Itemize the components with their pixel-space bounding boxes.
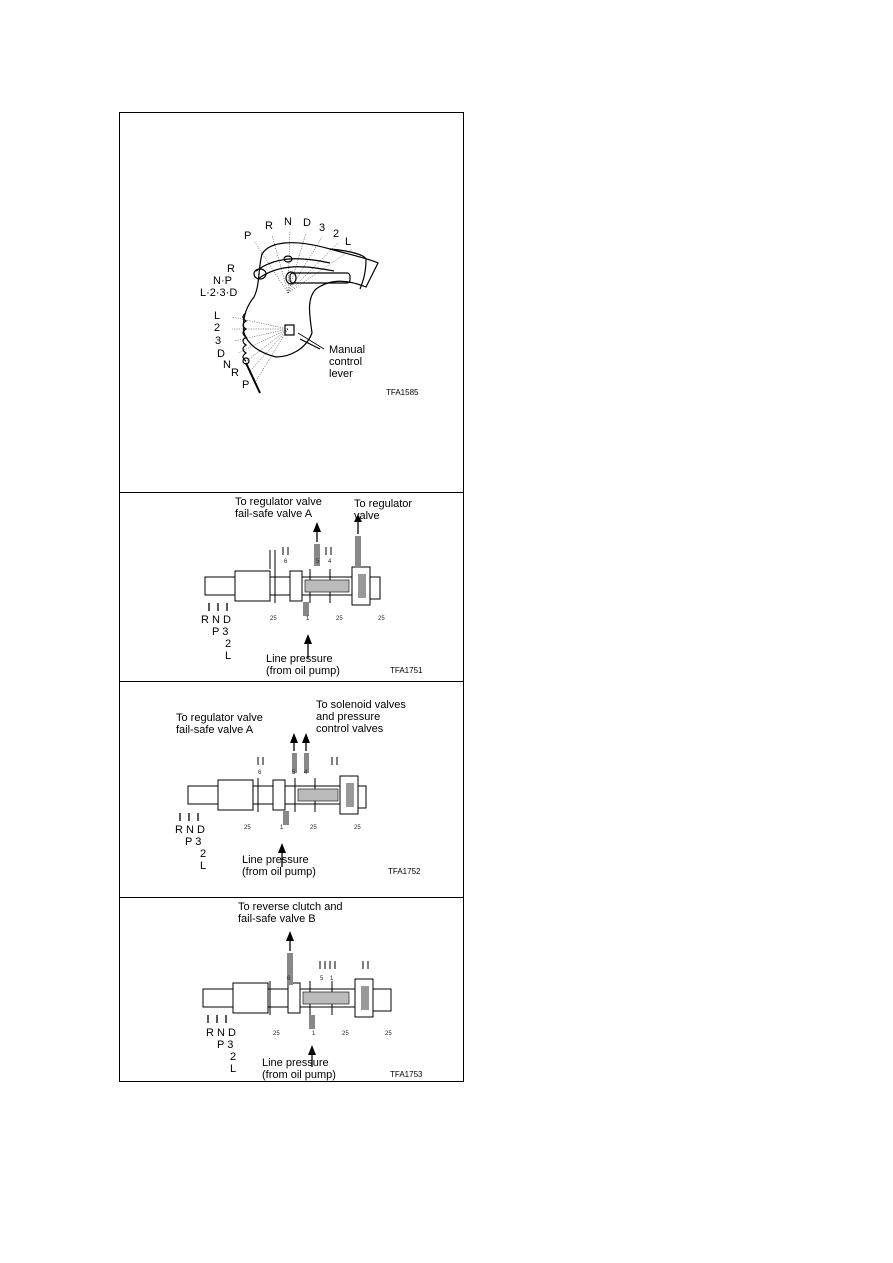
- line-pressure-label: Line pressure (from oil pump): [266, 653, 340, 677]
- line-pressure-label: Line pressure (from oil pump): [262, 1057, 336, 1081]
- position-row-2: P 3: [185, 836, 202, 848]
- valve-panel-tfa1752: To regulator valve fail-safe valve A To …: [120, 681, 463, 898]
- port-25-b: 25: [336, 616, 343, 622]
- top-position-L: L: [345, 236, 352, 248]
- figure-code: TFA1752: [388, 867, 421, 876]
- figure-code: TFA1751: [390, 666, 423, 675]
- valve-drawing: [204, 514, 381, 658]
- top-position-3: 3: [319, 222, 326, 234]
- position-row-3: 2: [200, 848, 207, 860]
- valve-drawing: [179, 733, 367, 867]
- position-row-2: P 3: [217, 1039, 234, 1051]
- top-position-2: 2: [333, 228, 340, 240]
- outlet-label-top: To reverse clutch and fail-safe valve B: [238, 901, 343, 925]
- lower-position-P: P: [242, 379, 250, 391]
- position-row-3: 2: [225, 638, 232, 650]
- top-position-D: D: [303, 217, 311, 229]
- manual-control-lever-label: Manual control lever: [329, 344, 366, 380]
- port-4: 4: [304, 770, 308, 776]
- lower-position-N: N: [223, 359, 231, 371]
- port-25-a: 25: [270, 616, 277, 622]
- valve-panel-tfa1753: To reverse clutch and fail-safe valve B: [120, 897, 463, 1081]
- port-25-b: 25: [310, 825, 317, 831]
- port-5: 5: [292, 770, 296, 776]
- port-25-c: 25: [354, 825, 361, 831]
- port-6: 6: [284, 559, 288, 565]
- lower-position-D: D: [217, 348, 225, 360]
- left-label-L23D: L·2·3·D: [200, 287, 238, 299]
- figure-code: TFA1753: [390, 1070, 423, 1079]
- outlet-label-right: To solenoid valves and pressure control …: [316, 699, 406, 735]
- port-1: 1: [280, 825, 284, 831]
- top-position-N: N: [284, 216, 292, 228]
- lower-position-2: 2: [214, 322, 221, 334]
- position-row-4: L: [225, 650, 232, 662]
- outlet-label-left: To regulator valve fail-safe valve A: [176, 712, 263, 736]
- position-row-4: L: [230, 1063, 237, 1075]
- outlet-label-left: To regulator valve fail-safe valve A: [235, 496, 322, 520]
- valve-panel-tfa1751: To regulator valve fail-safe valve A To …: [120, 492, 463, 682]
- position-row-1: R N D: [175, 824, 205, 836]
- port-4: 4: [328, 559, 332, 565]
- manual-lever-panel: P R N D 3 2 L R N·P L·2·3·D L 2 3 D N R …: [120, 113, 463, 493]
- figure-frame: P R N D 3 2 L R N·P L·2·3·D L 2 3 D N R …: [119, 112, 464, 1082]
- outlet-label-right: To regulator valve: [354, 498, 413, 522]
- valve-drawing: [202, 931, 392, 1067]
- port-5: 5: [320, 976, 324, 982]
- manual-lever-drawing: [231, 230, 379, 394]
- top-position-P: P: [244, 230, 252, 242]
- port-25-b: 25: [342, 1031, 349, 1037]
- port-1: 1: [306, 616, 310, 622]
- port-25-c: 25: [385, 1031, 392, 1037]
- port-25-a: 25: [244, 825, 251, 831]
- port-25-c: 25: [378, 616, 385, 622]
- left-label-NP: N·P: [213, 275, 232, 287]
- port-1: 1: [312, 1031, 316, 1037]
- port-6: 6: [258, 770, 262, 776]
- port-25-a: 25: [273, 1031, 280, 1037]
- left-label-R: R: [227, 263, 235, 275]
- position-row-1: R N D: [206, 1027, 236, 1039]
- position-row-3: 2: [230, 1051, 237, 1063]
- position-row-2: P 3: [212, 626, 229, 638]
- top-position-R: R: [265, 220, 273, 232]
- port-6: 6: [287, 976, 291, 982]
- figure-code: TFA1585: [386, 388, 419, 397]
- port-1-top: 1: [330, 976, 334, 982]
- lower-position-3: 3: [215, 335, 222, 347]
- lower-position-L: L: [214, 310, 221, 322]
- position-row-1: R N D: [201, 614, 231, 626]
- line-pressure-label: Line pressure (from oil pump): [242, 854, 316, 878]
- position-row-4: L: [200, 860, 207, 872]
- port-5: 5: [316, 559, 320, 565]
- lower-position-R: R: [231, 367, 239, 379]
